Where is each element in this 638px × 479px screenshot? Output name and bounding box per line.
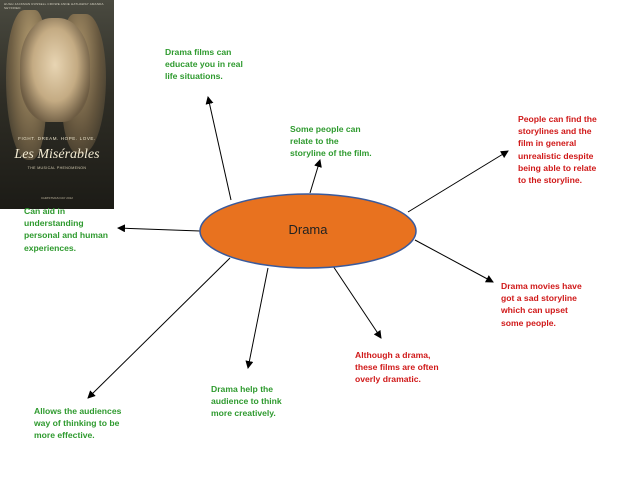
arrow-to-educate <box>205 96 232 201</box>
poster-release: CHRISTMAS DAY 2012 <box>41 196 73 200</box>
note-aid: Can aid in understanding personal and hu… <box>24 206 109 253</box>
note-overly: Although a drama, these films are often … <box>355 350 439 385</box>
note-unrealistic: People can find the storylines and the f… <box>518 114 597 186</box>
poster-subtitle: THE MUSICAL PHENOMENON <box>27 166 87 170</box>
arrow-to-relate <box>309 159 322 194</box>
poster-credits: HUGH JACKMAN RUSSELL CROWE ANNE HATHAWAY… <box>4 2 104 10</box>
arrow-to-unrealistic <box>407 150 509 213</box>
note-creative: Drama help the audience to think more cr… <box>211 384 282 419</box>
note-educate: Drama films can educate you in real life… <box>165 47 243 82</box>
note-effective: Allows the audiences way of thinking to … <box>34 406 122 441</box>
arrow-to-creative <box>245 267 269 369</box>
poster-face <box>20 18 90 122</box>
note-sad: Drama movies have got a sad storyline wh… <box>501 281 582 328</box>
drama-node <box>199 193 417 269</box>
arrow-to-aid <box>117 224 201 233</box>
les-miserables-poster: HUGH JACKMAN RUSSELL CROWE ANNE HATHAWAY… <box>0 0 114 209</box>
note-relate: Some people can relate to the storyline … <box>290 124 372 159</box>
poster-title: Les Misérables <box>14 147 100 162</box>
arrow-to-sad <box>414 239 494 283</box>
arrow-to-effective <box>87 257 231 399</box>
poster-tagline: FIGHT. DREAM. HOPE. LOVE. <box>18 136 96 141</box>
drama-node-label: Drama <box>288 222 328 237</box>
arrow-to-overly <box>332 265 382 339</box>
